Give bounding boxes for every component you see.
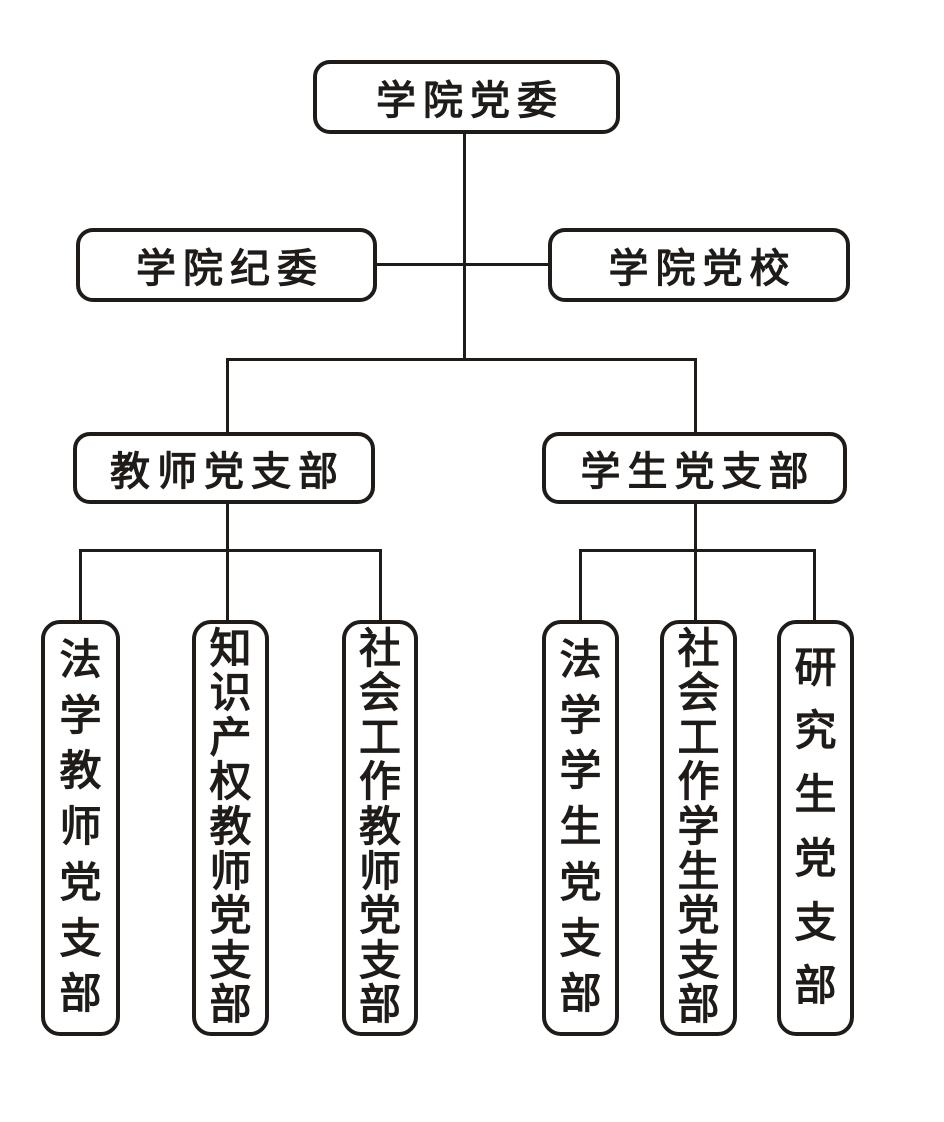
node-socialwork-teacher-branch-label: 社会工作教师党支部 <box>358 626 401 1030</box>
node-discipline-committee: 学院纪委 <box>76 228 377 302</box>
node-law-teacher-branch: 法学教师党支部 <box>41 620 120 1036</box>
connector-discipline-partyschool <box>377 263 548 266</box>
connector-drop-ip-teacher <box>226 549 229 620</box>
node-law-student-branch: 法学学生党支部 <box>542 620 619 1036</box>
connector-branch-split <box>226 358 697 361</box>
node-party-committee-label: 学院党委 <box>376 78 564 123</box>
connector-student-children <box>579 549 816 552</box>
connector-teacher-stem <box>226 502 229 552</box>
node-party-school: 学院党校 <box>548 228 850 302</box>
node-socialwork-teacher-branch: 社会工作教师党支部 <box>342 620 418 1036</box>
node-teacher-branch-label: 教师党支部 <box>110 449 345 494</box>
connector-drop-student <box>694 358 697 432</box>
node-graduate-branch-label: 研究生党支部 <box>794 645 837 1011</box>
node-teacher-branch: 教师党支部 <box>73 432 375 504</box>
connector-drop-socialwork-teacher <box>379 549 382 620</box>
node-student-branch-label: 学生党支部 <box>580 449 816 494</box>
node-discipline-committee-label: 学院纪委 <box>136 246 324 291</box>
connector-drop-teacher <box>226 358 229 432</box>
node-law-student-branch-label: 法学学生党支部 <box>559 637 602 1019</box>
connector-teacher-children <box>79 549 382 552</box>
node-ip-teacher-branch: 知识产权教师党支部 <box>192 620 269 1036</box>
connector-drop-law-student <box>579 549 582 620</box>
connector-drop-socialwork-student <box>694 549 697 620</box>
node-ip-teacher-branch-label: 知识产权教师党支部 <box>209 626 252 1030</box>
node-graduate-branch: 研究生党支部 <box>777 620 854 1036</box>
node-student-branch: 学生党支部 <box>542 432 847 504</box>
connector-root-trunk <box>463 132 466 360</box>
node-party-school-label: 学院党校 <box>608 246 797 291</box>
connector-student-stem <box>694 502 697 552</box>
connector-drop-law-teacher <box>79 549 82 620</box>
node-socialwork-student-branch-label: 社会工作学生党支部 <box>677 626 720 1030</box>
node-law-teacher-branch-label: 法学教师党支部 <box>59 637 102 1019</box>
node-party-committee: 学院党委 <box>313 60 620 134</box>
connector-drop-graduate <box>813 549 816 620</box>
node-socialwork-student-branch: 社会工作学生党支部 <box>660 620 737 1036</box>
